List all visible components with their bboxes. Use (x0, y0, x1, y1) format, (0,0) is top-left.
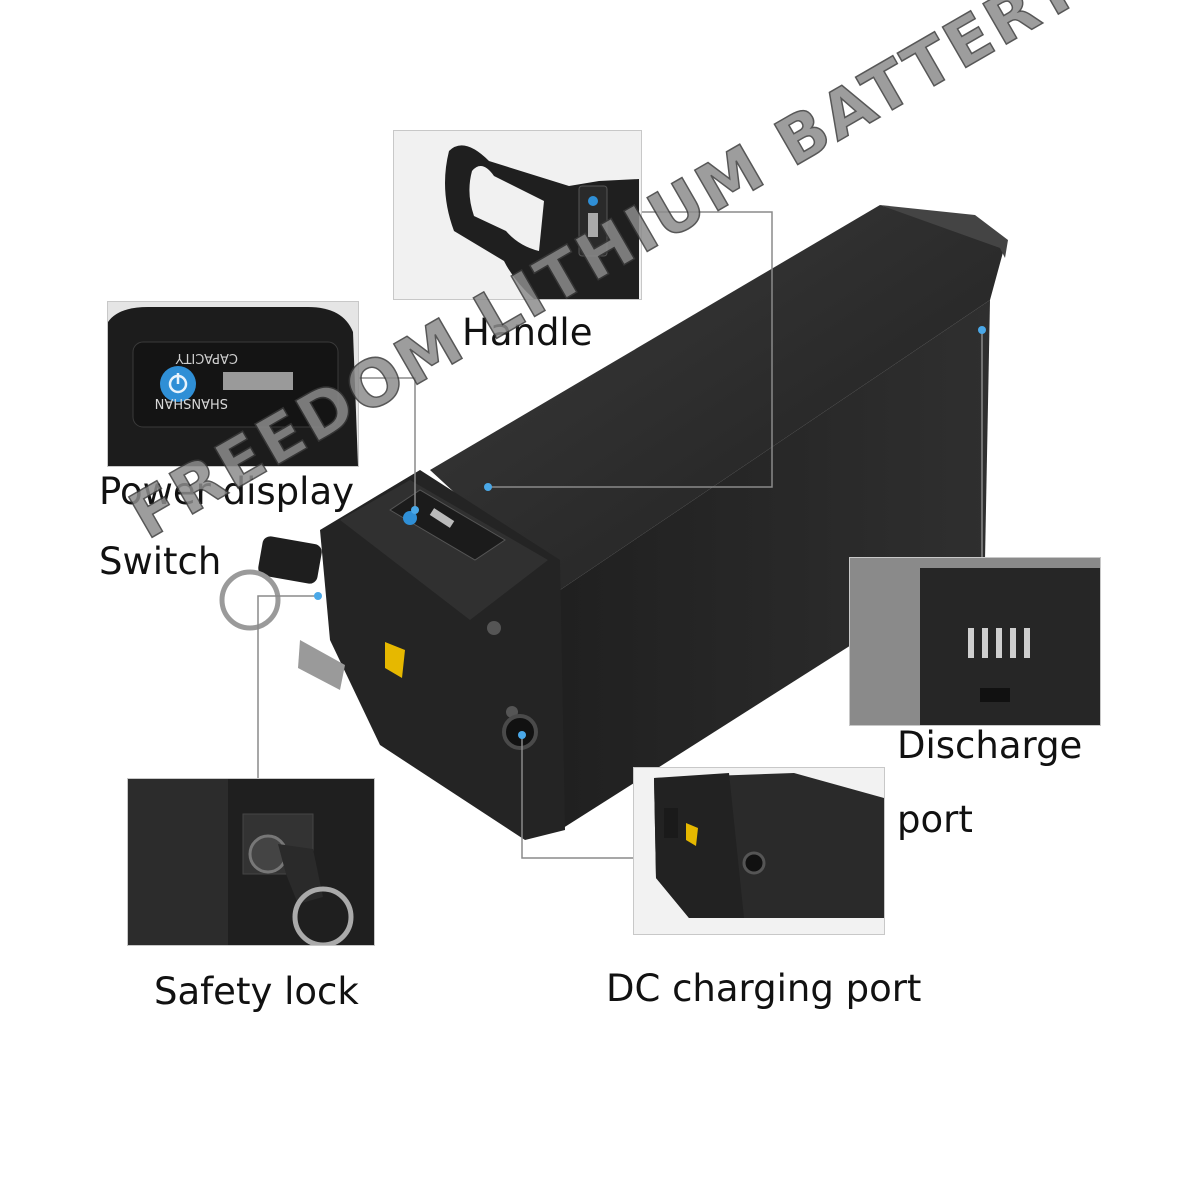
label-switch: Switch (99, 540, 222, 583)
label-power-display: Power display (99, 470, 355, 513)
inset-handle-photo (393, 130, 642, 300)
cap-power-button (403, 511, 417, 525)
label-dc-charging-port: DC charging port (606, 967, 922, 1010)
inset-dc-charging-port-photo (633, 767, 885, 935)
leader-dots (314, 326, 986, 739)
battery-side-face (560, 300, 990, 830)
svg-text:SHANSHAN: SHANSHAN (155, 395, 228, 410)
svg-text:CAPACITY: CAPACITY (176, 350, 238, 365)
latch-icon-inset (686, 823, 698, 846)
latch-icon (385, 642, 405, 678)
key-ring-icon-inset (292, 886, 354, 945)
battery-top-face (430, 205, 1005, 590)
key-ring-icon (219, 569, 281, 631)
inset-power-display-photo: CAPACITY SHANSHAN (107, 301, 359, 467)
label-handle: Handle (462, 311, 593, 354)
label-safety-lock: Safety lock (154, 970, 359, 1013)
leader-lines (257, 211, 983, 859)
label-discharge-port-line1: Discharge (897, 724, 1083, 767)
label-discharge-port-line2: port (897, 798, 973, 841)
dc-port-icon-inset (742, 851, 766, 875)
inset-safety-lock-photo (127, 778, 375, 946)
inset-discharge-port-photo (849, 557, 1101, 726)
